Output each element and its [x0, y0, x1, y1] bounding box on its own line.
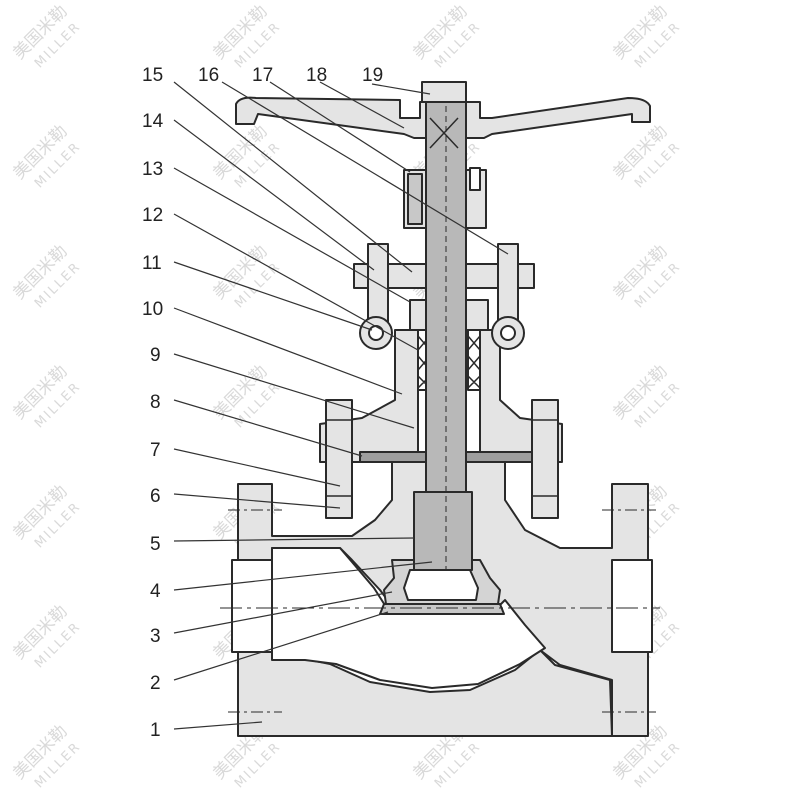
leader-17	[269, 81, 411, 173]
stud-bolt-right	[531, 399, 559, 519]
leader-19	[371, 83, 431, 95]
leader-3	[173, 591, 393, 634]
callout-leaders	[173, 81, 509, 730]
callout-5: 5	[150, 534, 161, 555]
leader-10	[173, 307, 403, 395]
leader-1	[173, 721, 263, 730]
callout-13: 13	[142, 159, 163, 180]
outlet-flange-face	[611, 559, 653, 653]
leader-9	[173, 353, 415, 429]
leader-2	[173, 611, 389, 681]
callout-8: 8	[150, 392, 161, 413]
callout-14: 14	[142, 111, 164, 132]
leader-16	[221, 81, 509, 255]
callout-15: 15	[142, 65, 163, 86]
callout-4: 4	[150, 581, 161, 602]
valve-drawing	[220, 81, 660, 737]
seat-ring	[379, 603, 505, 615]
leader-18	[319, 81, 405, 129]
callout-11: 11	[142, 253, 162, 274]
callout-6: 6	[150, 486, 161, 507]
handwheel-nut	[421, 81, 467, 103]
leader-5	[173, 537, 415, 542]
leader-12	[173, 213, 419, 351]
callout-9: 9	[150, 345, 161, 366]
callout-1: 1	[150, 720, 161, 741]
inlet-flange-face	[231, 559, 273, 653]
leader-7	[173, 448, 341, 487]
leader-15	[173, 81, 413, 273]
leader-6	[173, 493, 341, 509]
stud-bolt-left	[325, 399, 353, 519]
callout-17: 17	[252, 65, 273, 86]
stem-thread-marks	[429, 117, 459, 149]
callout-12: 12	[142, 205, 163, 226]
callout-2: 2	[150, 673, 161, 694]
body-bore	[271, 547, 546, 689]
eye-bolt-left	[359, 243, 393, 350]
callout-labels: 1 2 3 4 5 6 7 8 9 10 11 12 13 14 15 16 1…	[142, 65, 383, 741]
callout-19: 19	[362, 65, 383, 86]
leader-11	[173, 261, 373, 331]
callout-10: 10	[142, 299, 163, 320]
stem-lower	[413, 491, 473, 571]
callout-3: 3	[150, 626, 161, 647]
leader-14	[173, 119, 375, 271]
disc-cavity	[403, 569, 479, 601]
yoke-nut-left	[407, 173, 423, 225]
callout-18: 18	[306, 65, 327, 86]
leader-8	[173, 399, 363, 457]
grease-fitting	[469, 167, 481, 191]
eye-bolt-right	[491, 243, 525, 350]
leader-13	[173, 167, 411, 303]
leader-4	[173, 561, 433, 591]
callout-16: 16	[198, 65, 219, 86]
callout-7: 7	[150, 440, 161, 461]
